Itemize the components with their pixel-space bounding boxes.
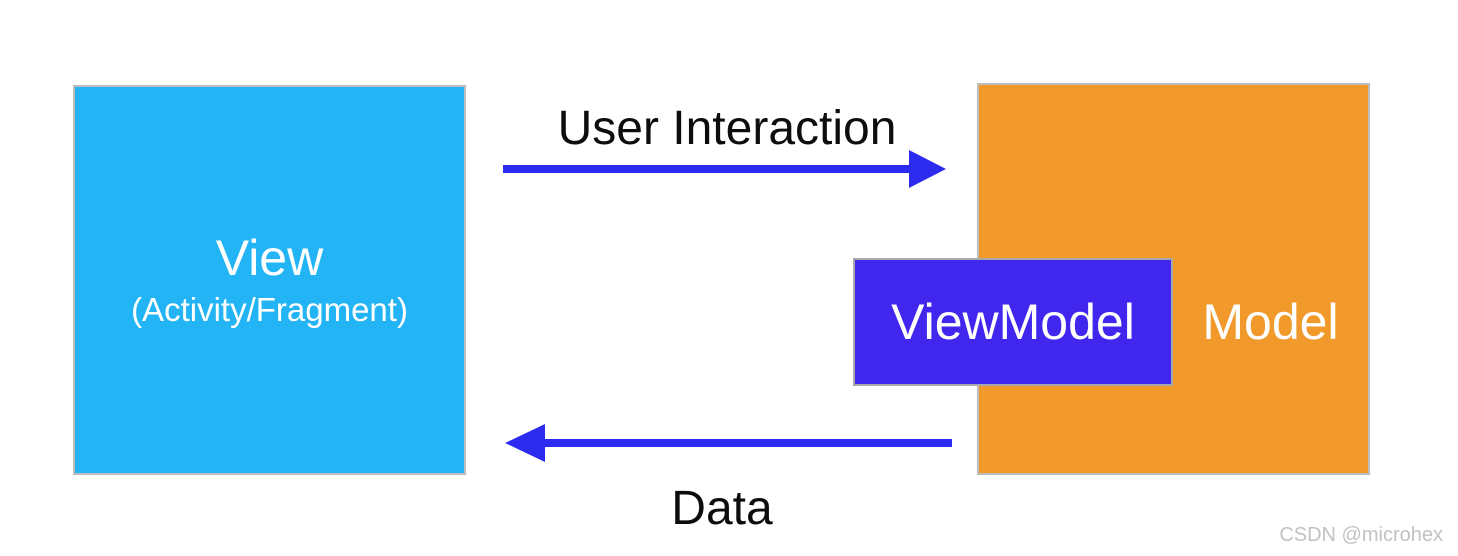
left-arrow-icon [505, 424, 545, 462]
model-box-label: Model [1202, 294, 1339, 350]
view-box-title: View [215, 229, 324, 286]
watermark: CSDN @microhex [1279, 524, 1443, 546]
data-label: Data [671, 482, 773, 535]
user-interaction-label: User Interaction [557, 102, 897, 155]
left-arrow-shaft [543, 439, 952, 447]
viewmodel-box: ViewModel [853, 258, 1173, 386]
view-box-subtitle: (Activity/Fragment) [131, 290, 408, 328]
right-arrow-shaft [503, 165, 915, 173]
view-box: View (Activity/Fragment) [73, 85, 466, 475]
right-arrow-icon [909, 150, 946, 188]
viewmodel-box-label: ViewModel [891, 294, 1135, 350]
